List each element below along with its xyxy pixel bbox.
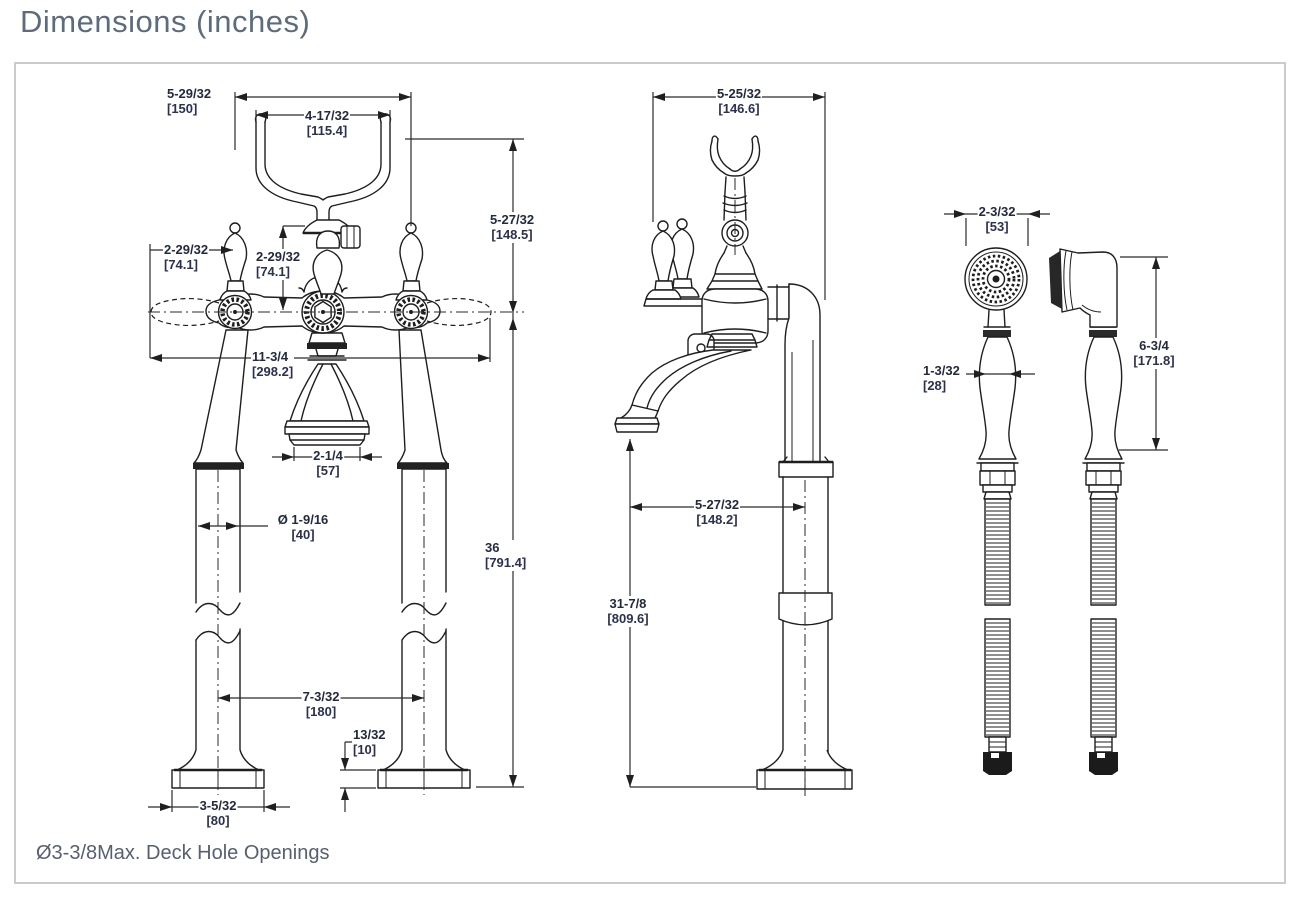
- dim-hs-length: 6-3/4 [171.8]: [1132, 338, 1176, 369]
- hs-handle-column: [976, 326, 1019, 775]
- center-handle: [312, 249, 343, 295]
- dim-fv-cradle-height: 5-27/32 [148.5]: [488, 212, 536, 243]
- hs-front-view: [964, 247, 1028, 775]
- dim-sv-height: 31-7/8 [809.6]: [606, 596, 650, 627]
- left-handle: [219, 222, 252, 301]
- dim-fv-leg-diameter: Ø 1-9/16 [40]: [276, 512, 330, 543]
- dim-fv-spread: 5-29/32 [150]: [166, 86, 213, 117]
- side-view-drawing: [614, 135, 853, 796]
- dim-sv-width: 5-25/32 [146.6]: [715, 86, 763, 117]
- dim-fv-spout-width: 2-1/4 [57]: [312, 448, 344, 479]
- dim-sv-spout-reach: 5-27/32 [148.2]: [693, 497, 741, 528]
- hs-side-view: [1049, 248, 1125, 776]
- sv-handles: [643, 218, 705, 307]
- sv-riser-pipe: [767, 283, 834, 753]
- page-title: Dimensions (inches): [20, 4, 311, 39]
- dim-fv-width: 11-3/4 [298.2]: [251, 349, 295, 380]
- centerlines: [148, 311, 524, 795]
- hand-shower-drawing: [964, 247, 1125, 776]
- deck-hole-note: Ø3-3/8Max. Deck Hole Openings: [36, 842, 330, 864]
- sv-spout: [614, 333, 758, 433]
- dim-hs-head-width: 2-3/32 [53]: [977, 204, 1017, 235]
- dim-fv-cradle-width: 4-17/32 [115.4]: [303, 108, 351, 139]
- tub-spout: [284, 332, 370, 446]
- dim-hs-handle-width: 1-3/32 [28]: [922, 363, 961, 394]
- hs-side-face-shading: [1049, 251, 1062, 309]
- dim-fv-height: 36 [791.4]: [484, 540, 528, 571]
- dim-fv-leg-spacing: 7-3/32 [180]: [301, 689, 341, 720]
- sv-cradle-fork: [706, 135, 763, 290]
- dimension-lines: [148, 92, 1168, 812]
- hs-spray-face: [964, 247, 1028, 311]
- dim-fv-handle-center: 2-29/32 [74.1]: [255, 249, 302, 280]
- hs-side-body: [1059, 248, 1118, 328]
- dim-fv-handle-left: 2-29/32 [74.1]: [163, 242, 210, 273]
- dim-fv-base-width: 3-5/32 [80]: [198, 798, 238, 829]
- right-handle: [395, 222, 428, 301]
- handshower-cradle: [254, 113, 392, 249]
- dim-fv-base-height: 13/32 [10]: [352, 727, 387, 758]
